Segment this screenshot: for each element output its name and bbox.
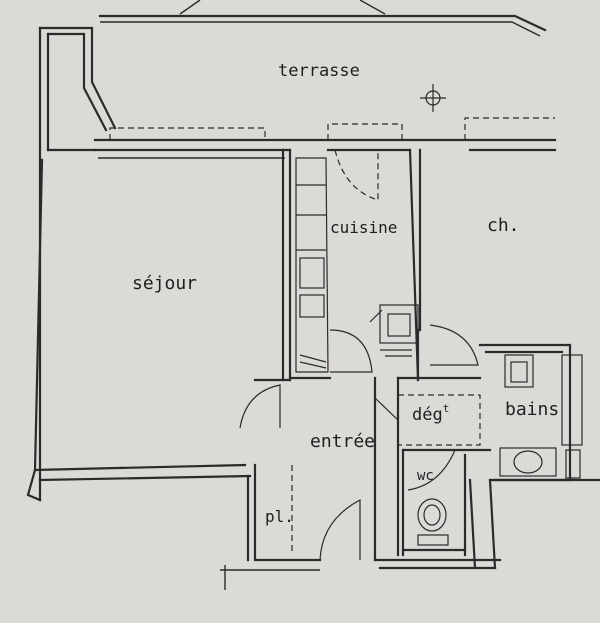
outer-wall-left [38,26,117,502]
label-terrasse: terrasse [278,61,360,81]
label-chambre: ch. [487,215,520,236]
label-wc: wc [417,468,434,484]
compass-icon [420,84,446,112]
label-cuisine: cuisine [330,218,397,237]
facade-wall [93,117,557,159]
kitchen [288,148,420,382]
core-walls [373,376,492,562]
lower-walls [220,463,600,590]
label-entree: entrée [310,431,375,452]
label-degagement: dégt [412,402,449,425]
label-placard: pl. [265,507,294,526]
wc-fixture [417,498,449,546]
doors [239,324,479,561]
terrace-edge [98,0,547,37]
label-sejour: séjour [132,273,197,294]
label-bains: bains [505,399,559,420]
bedroom-walls [416,148,422,382]
sejour-walls [26,148,292,562]
label-degagement-main: dég [412,405,443,425]
label-degagement-sup: t [443,402,450,415]
